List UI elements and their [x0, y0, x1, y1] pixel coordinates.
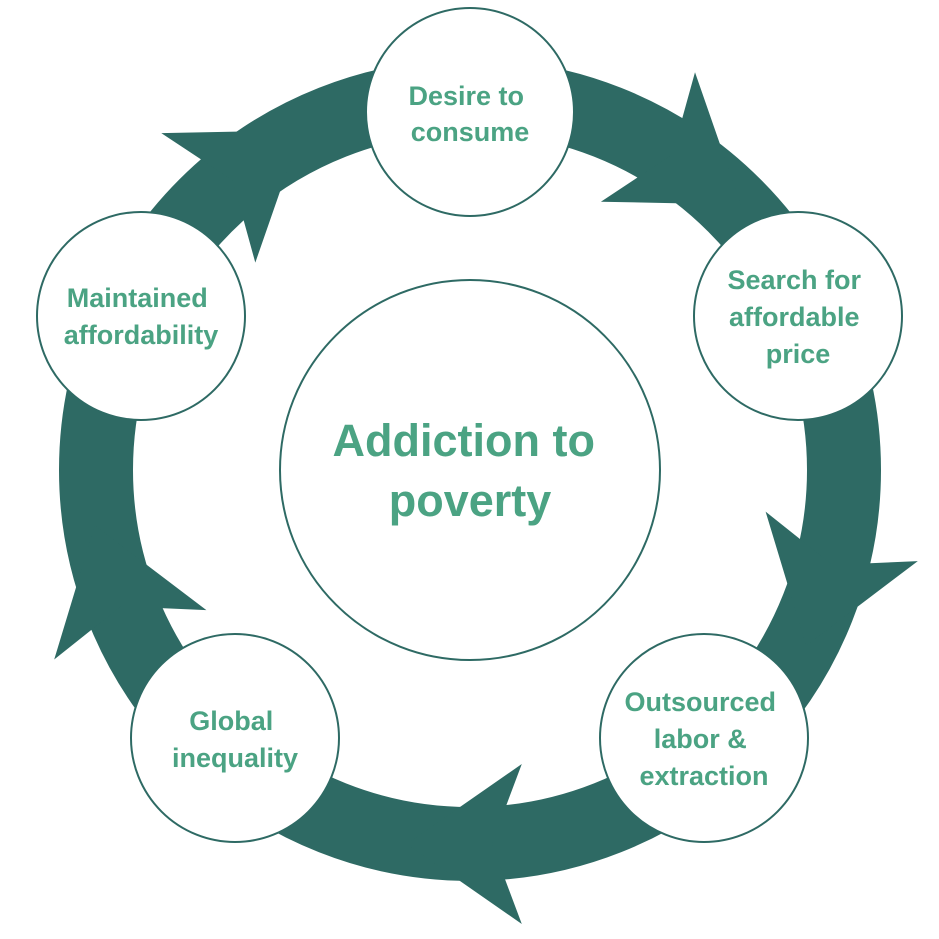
arrowhead-search-to-outsourced — [765, 511, 918, 646]
node-label-line: Search for — [727, 265, 861, 295]
center-label-line-1: Addiction to — [333, 415, 595, 466]
node-outsourced-labor-extraction: Outsourced labor & extraction — [599, 633, 809, 843]
center-node: Addiction to poverty — [279, 279, 661, 661]
node-label: Search for affordable price — [727, 265, 868, 369]
node-label-line: extraction — [639, 761, 768, 791]
node-label-line: price — [766, 339, 831, 369]
node-label-line: labor & — [654, 724, 747, 754]
node-label-line: consume — [411, 117, 530, 147]
node-circle — [36, 211, 246, 421]
node-circle — [599, 633, 809, 843]
node-label: Global inequality — [172, 706, 298, 773]
node-search-for-affordable-price: Search for affordable price — [693, 211, 903, 421]
node-label: Outsourced labor & extraction — [624, 687, 783, 791]
node-label: Maintained affordability — [64, 283, 219, 350]
cycle-arrowheads — [54, 72, 918, 924]
node-label-line: Outsourced — [624, 687, 776, 717]
arrowhead-inequality-to-affordability — [54, 525, 207, 660]
node-circle — [693, 211, 903, 421]
center-label: Addiction to poverty — [333, 415, 608, 526]
node-label-line: Desire to — [408, 81, 524, 111]
node-label: Desire to consume — [408, 81, 531, 147]
node-label-line: affordable — [729, 302, 860, 332]
arrowhead-outsourced-to-inequality — [406, 764, 522, 924]
node-global-inequality: Global inequality — [130, 633, 340, 843]
node-label-line: Global — [189, 706, 273, 736]
node-circle — [365, 7, 575, 217]
arrowhead-affordability-to-desire — [161, 130, 302, 263]
node-label-line: Maintained — [67, 283, 208, 313]
arrowhead-desire-to-search — [600, 72, 741, 205]
center-circle — [279, 279, 661, 661]
node-desire-to-consume: Desire to consume — [365, 7, 575, 217]
node-circle — [130, 633, 340, 843]
node-label-line: affordability — [64, 320, 219, 350]
node-label-line: inequality — [172, 743, 298, 773]
node-maintained-affordability: Maintained affordability — [36, 211, 246, 421]
center-label-line-2: poverty — [389, 475, 552, 526]
